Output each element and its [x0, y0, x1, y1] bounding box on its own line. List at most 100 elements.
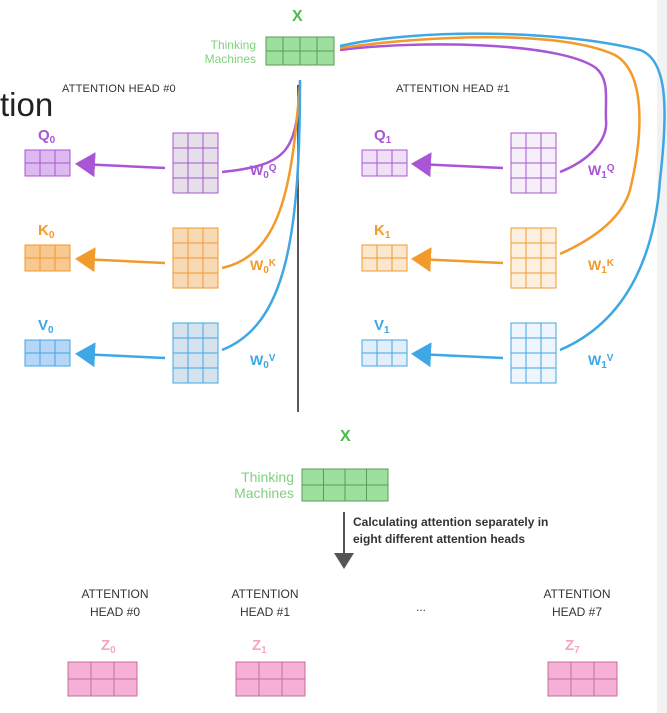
output-head-7-line1: ATTENTION	[543, 587, 611, 601]
top-x-matrix-cell	[316, 36, 335, 52]
w1k-label: W1K	[588, 257, 615, 276]
w0k-matrix-cell	[172, 272, 189, 289]
w0q-matrix-cell	[172, 177, 189, 194]
z7-matrix-cell	[593, 678, 618, 697]
bottom-x-label: X	[340, 428, 351, 445]
z7-matrix-cell	[547, 678, 572, 697]
connector-w0k	[221, 81, 302, 270]
note-line-1: Calculating attention separately in	[353, 515, 549, 529]
w0q-matrix	[172, 132, 219, 194]
v1-matrix-cell	[391, 339, 408, 354]
w1v-matrix	[510, 322, 557, 384]
k0-matrix-cell	[39, 257, 56, 272]
k1-matrix-cell	[376, 244, 393, 259]
w0k-matrix-cell	[187, 242, 204, 259]
output-head-7-line2: HEAD #7	[551, 605, 603, 619]
z7-matrix	[547, 661, 618, 697]
v0-matrix-cell	[24, 339, 41, 354]
q1-matrix-cell	[391, 162, 408, 177]
arrow-v1	[411, 342, 504, 368]
v1-label: V1	[374, 317, 390, 336]
title-fragment: tion	[0, 86, 54, 123]
v0-matrix-cell	[39, 339, 56, 354]
ellipsis: ...	[416, 600, 427, 614]
w1q-matrix-cell	[510, 162, 527, 179]
z1-matrix-cell	[281, 678, 306, 697]
w0v-matrix-cell	[202, 367, 219, 384]
output-head-7-title: ATTENTION HEAD #7	[522, 585, 632, 621]
w0q-matrix-cell	[202, 147, 219, 164]
z0-matrix-cell	[90, 678, 115, 697]
z7-matrix-cell	[593, 661, 618, 680]
k0-matrix-cell	[39, 244, 56, 259]
top-x-matrix-cell	[265, 50, 284, 66]
v0-matrix-cell	[39, 352, 56, 367]
bottom-x-matrix	[301, 468, 389, 502]
k0-matrix-cell	[24, 257, 41, 272]
q0-matrix-cell	[54, 149, 71, 164]
connectors	[221, 32, 666, 352]
w1v-matrix-cell	[510, 337, 527, 354]
scroll-strip	[657, 0, 667, 713]
z0-matrix-cell	[113, 678, 138, 697]
w0v-matrix-cell	[202, 322, 219, 339]
w0v-matrix-cell	[172, 322, 189, 339]
k0-matrix-cell	[54, 244, 71, 259]
k0-label: K0	[38, 222, 55, 241]
v0-matrix-cell	[54, 339, 71, 354]
w0k-matrix-cell	[202, 257, 219, 274]
w1k-matrix-cell	[525, 242, 542, 259]
v0-label: V0	[38, 317, 54, 336]
q1-matrix-cell	[361, 149, 378, 164]
output-head-1-line1: ATTENTION	[231, 587, 299, 601]
bottom-x-matrix-cell	[323, 484, 346, 502]
note-line-2: eight different attention heads	[353, 532, 526, 546]
k1-matrix	[361, 244, 408, 272]
v1-matrix-cell	[391, 352, 408, 367]
top-x-matrix-cell	[299, 36, 318, 52]
w1v-matrix-cell	[525, 337, 542, 354]
w0v-matrix-cell	[172, 337, 189, 354]
w0q-matrix-cell	[172, 132, 189, 149]
w0v-label: W0V	[250, 352, 276, 371]
w0k-matrix-cell	[202, 242, 219, 259]
q1-matrix-cell	[376, 149, 393, 164]
w0k-matrix-cell	[187, 227, 204, 244]
w1v-matrix-cell	[525, 322, 542, 339]
z0-matrix	[67, 661, 138, 697]
q1-matrix-cell	[376, 162, 393, 177]
v1-matrix-cell	[361, 339, 378, 354]
qkv-arrows	[75, 152, 504, 368]
head-0-title: ATTENTION HEAD #0	[62, 83, 176, 95]
w0k-matrix-cell	[202, 272, 219, 289]
w1q-matrix-cell	[510, 132, 527, 149]
v0-matrix-cell	[24, 352, 41, 367]
w0v-matrix-cell	[172, 367, 189, 384]
k1-label: K1	[374, 222, 391, 241]
bottom-word-machines: Machines	[234, 485, 294, 501]
q0-matrix-cell	[54, 162, 71, 177]
w0q-matrix-cell	[172, 162, 189, 179]
top-x-matrix-cell	[282, 50, 301, 66]
z7-matrix-cell	[570, 661, 595, 680]
q0-matrix-cell	[39, 149, 56, 164]
w0k-matrix-cell	[202, 227, 219, 244]
w0v-matrix-cell	[187, 367, 204, 384]
q1-label: Q1	[374, 127, 392, 146]
w0v-matrix-cell	[172, 352, 189, 369]
w0q-matrix-cell	[202, 177, 219, 194]
k0-matrix	[24, 244, 71, 272]
z7-matrix-cell	[547, 661, 572, 680]
w0k-matrix-cell	[187, 272, 204, 289]
top-input-words: Thinking Machines	[200, 38, 256, 66]
w1k-matrix-cell	[525, 272, 542, 289]
head-1-title: ATTENTION HEAD #1	[396, 83, 510, 95]
output-head-0-title: ATTENTION HEAD #0	[60, 585, 170, 621]
w1v-matrix-cell	[540, 322, 557, 339]
w0q-matrix-cell	[202, 162, 219, 179]
w0k-matrix-cell	[172, 242, 189, 259]
v1-matrix-cell	[376, 352, 393, 367]
q0-matrix-cell	[24, 162, 41, 177]
w1k-matrix-cell	[540, 257, 557, 274]
arrow-k0	[75, 247, 166, 273]
